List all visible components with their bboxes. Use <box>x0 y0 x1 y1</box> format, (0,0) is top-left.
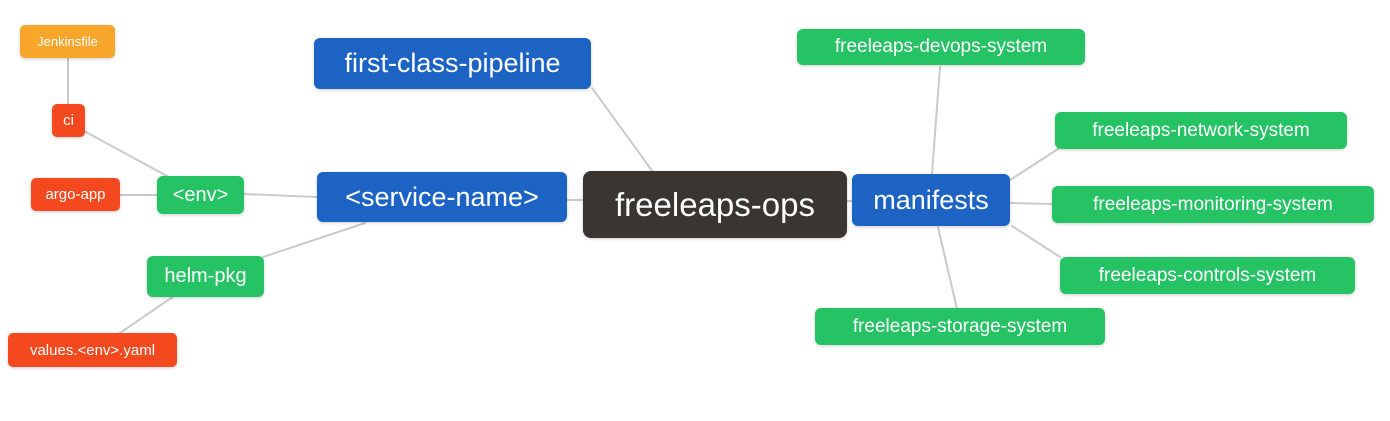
node-argo-app[interactable]: argo-app <box>31 178 120 211</box>
node-freeleaps-ops[interactable]: freeleaps-ops <box>583 171 847 238</box>
edge-env-service-name <box>243 193 318 198</box>
node-first-class-pipeline[interactable]: first-class-pipeline <box>314 38 591 89</box>
edge-ci-env <box>83 130 168 177</box>
edge-values-helm-pkg <box>119 295 175 334</box>
node-manifests[interactable]: manifests <box>852 174 1010 226</box>
node-env[interactable]: <env> <box>157 176 244 214</box>
node-ci[interactable]: ci <box>52 104 85 137</box>
edge-manifests-devops <box>931 66 941 175</box>
node-freeleaps-monitoring-system[interactable]: freeleaps-monitoring-system <box>1052 186 1374 223</box>
node-label: values.<env>.yaml <box>29 341 156 359</box>
node-label: freeleaps-monitoring-system <box>1093 193 1333 215</box>
node-label: freeleaps-ops <box>615 185 815 223</box>
edge-manifests-controls <box>1011 225 1061 258</box>
node-service-name[interactable]: <service-name> <box>317 172 567 222</box>
node-label: freeleaps-controls-system <box>1098 264 1317 286</box>
edge-manifests-monitoring <box>1009 202 1053 205</box>
edge-pipeline-freeleaps-ops <box>591 87 654 173</box>
node-label: ci <box>63 112 74 129</box>
edge-manifests-storage <box>937 226 958 310</box>
node-label: argo-app <box>45 186 106 203</box>
node-helm-pkg[interactable]: helm-pkg <box>147 256 264 297</box>
node-label: <env> <box>172 183 229 206</box>
node-freeleaps-devops-system[interactable]: freeleaps-devops-system <box>797 29 1085 65</box>
node-label: Jenkinsfile <box>37 34 98 49</box>
node-label: <service-name> <box>345 181 539 212</box>
node-label: freeleaps-storage-system <box>852 315 1068 337</box>
node-label: freeleaps-devops-system <box>834 36 1048 57</box>
node-label: manifests <box>873 184 989 215</box>
node-label: helm-pkg <box>164 265 247 287</box>
node-label: first-class-pipeline <box>344 48 561 78</box>
edge-helm-pkg-service-name <box>262 222 366 258</box>
node-freeleaps-network-system[interactable]: freeleaps-network-system <box>1055 112 1347 149</box>
node-freeleaps-controls-system[interactable]: freeleaps-controls-system <box>1060 257 1355 294</box>
node-label: freeleaps-network-system <box>1092 119 1310 141</box>
node-values-env-yaml[interactable]: values.<env>.yaml <box>8 333 177 367</box>
node-jenkinsfile[interactable]: Jenkinsfile <box>20 25 115 58</box>
node-freeleaps-storage-system[interactable]: freeleaps-storage-system <box>815 308 1105 345</box>
edge-manifests-network <box>1009 148 1059 181</box>
